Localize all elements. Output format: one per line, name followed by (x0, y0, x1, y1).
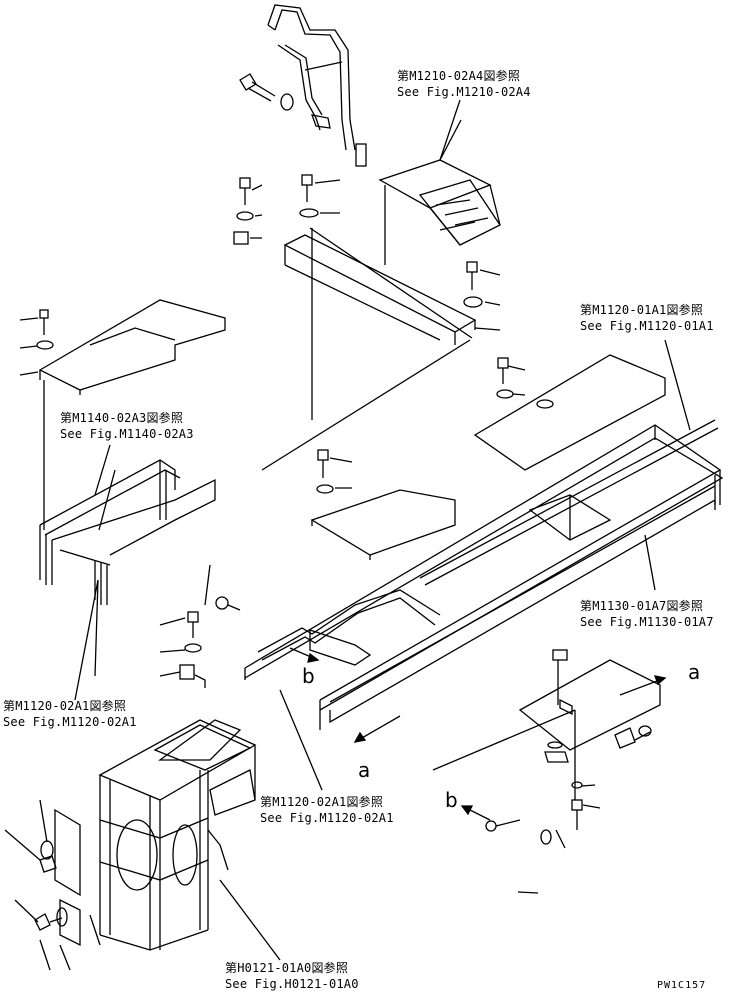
cross-member (261, 227, 501, 471)
left-cover-plate (19, 299, 226, 395)
ref-m1140-jp: 第M1140-02A3図参照 (60, 411, 184, 425)
right-top-plate (473, 354, 666, 471)
center-plate (310, 449, 456, 560)
view-marker-a-right: a (688, 660, 701, 684)
left-frame (39, 380, 216, 701)
ref-m1130-jp: 第M1130-01A7図参照 (580, 599, 704, 613)
view-marker-b-center: b (302, 664, 315, 688)
view-marker-a-bottom: a (358, 758, 371, 782)
cab-side-parts (4, 799, 101, 971)
ref-m1120-02a1-left-jp: 第M1120-02A1図参照 (3, 699, 127, 713)
ref-m1120-02a1-left-en: See Fig.M1120-02A1 (3, 715, 137, 729)
lower-left-bolts (159, 596, 241, 688)
upper-step-assembly (378, 119, 501, 265)
main-frame (244, 419, 724, 730)
ref-m1140-en: See Fig.M1140-02A3 (60, 427, 194, 441)
handrail (267, 4, 367, 167)
drawing-code: PW1C157 (657, 980, 707, 991)
ref-m1210-jp: 第M1210-02A4図参照 (397, 69, 521, 83)
bolt-top-left (239, 73, 294, 111)
ref-m1210-en: See Fig.M1210-02A4 (397, 85, 531, 99)
ref-h0121-en: See Fig.H0121-01A0 (225, 977, 359, 991)
ref-h0121-jp: 第H0121-01A0図参照 (225, 961, 349, 975)
upper-bolts (233, 174, 501, 308)
small-marks (204, 564, 566, 894)
right-lower-plate (432, 649, 661, 845)
ref-m1120-01a1-jp: 第M1120-01A1図参照 (580, 303, 704, 317)
ref-m1130-en: See Fig.M1130-01A7 (580, 615, 714, 629)
ref-m1120-02a1-center-en: See Fig.M1120-02A1 (260, 811, 394, 825)
cab-pedestal (98, 719, 257, 951)
leader-lines (94, 99, 691, 961)
view-marker-b-lower: b (445, 788, 458, 812)
arrows (289, 647, 667, 821)
ref-m1120-01a1-en: See Fig.M1120-01A1 (580, 319, 714, 333)
ref-m1120-02a1-center-jp: 第M1120-02A1図参照 (260, 795, 384, 809)
